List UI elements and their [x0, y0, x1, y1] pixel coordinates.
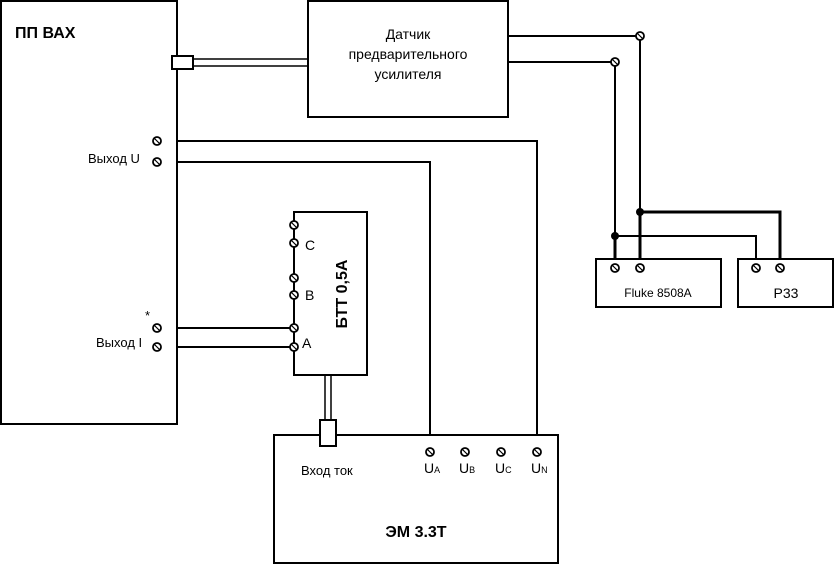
em-terminal-uc-main: U — [495, 460, 505, 476]
btt-title: БТТ 0,5А — [334, 259, 351, 328]
btt-term-a-1 — [289, 323, 299, 333]
out-i-terminal-1 — [152, 323, 162, 333]
out-i-star: * — [145, 308, 150, 323]
wire-sensor-out2 — [508, 61, 616, 236]
btt-term-b-2 — [289, 290, 299, 300]
p33-title: Р33 — [774, 285, 799, 301]
svg-text:UN: UN — [531, 460, 548, 476]
em-terminal-ub-sub: B — [469, 465, 475, 475]
em-terminal-uc: UC — [495, 447, 512, 476]
em-current-connector — [319, 419, 337, 447]
pp-vax-frame — [0, 0, 178, 425]
block-pp-vax: ПП ВАХ Выход U Выход I * — [0, 0, 194, 425]
wire-bus-lower — [615, 235, 757, 266]
svg-text:UA: UA — [424, 460, 440, 476]
btt-term-a-2 — [289, 342, 299, 352]
em-terminal-ua-main: U — [424, 460, 434, 476]
svg-text:UB: UB — [459, 460, 475, 476]
sensor-frame — [307, 0, 509, 118]
svg-text:UC: UC — [495, 460, 512, 476]
btt-term-c-label: C — [305, 237, 315, 253]
em-terminal-ua-sub: A — [434, 465, 440, 475]
em-terminal-ua: UA — [424, 447, 440, 476]
block-fluke: Fluke 8508A — [595, 258, 722, 308]
em-terminal-ub-main: U — [459, 460, 469, 476]
btt-term-b-1 — [289, 273, 299, 283]
block-em: Вход ток ЭМ 3.3Т UA UB UC UN — [273, 419, 559, 564]
junction-dot-upper — [636, 208, 644, 216]
out-i-terminal-2 — [152, 342, 162, 352]
pp-vax-title: ПП ВАХ — [15, 25, 76, 42]
em-frame — [273, 434, 559, 564]
out-u-label: Выход U — [88, 151, 140, 166]
junction-dot-lower — [611, 232, 619, 240]
em-terminal-uc-sub: C — [505, 465, 512, 475]
wire-out-u-un — [157, 140, 538, 452]
p33-terminal-1 — [751, 263, 761, 273]
sensor-label-2: предварительного — [349, 46, 468, 62]
em-terminal-un-main: U — [531, 460, 541, 476]
out-i-label: Выход I — [96, 335, 142, 350]
em-title: ЭМ 3.3Т — [385, 524, 446, 541]
pp-vax-connector — [171, 55, 194, 70]
em-terminal-ub: UB — [459, 447, 475, 476]
p33-terminal-2 — [775, 263, 785, 273]
block-sensor: Датчик предварительного усилителя — [307, 0, 509, 118]
fluke-title: Fluke 8508A — [624, 286, 691, 300]
out-u-terminal-1 — [152, 136, 162, 146]
em-terminal-un-sub: N — [541, 465, 548, 475]
block-btt: БТТ 0,5А C B A — [289, 211, 368, 376]
btt-term-c-1 — [289, 220, 299, 230]
em-terminal-un: UN — [531, 447, 548, 476]
wire-out-u-ua — [157, 161, 431, 452]
em-input-current-label: Вход ток — [301, 463, 353, 478]
sensor-label-1: Датчик — [386, 26, 431, 42]
wire-bus-upper — [640, 210, 782, 266]
block-p33: Р33 — [737, 258, 834, 308]
fluke-terminal-2 — [635, 263, 645, 273]
sensor-label-3: усилителя — [375, 66, 442, 82]
btt-term-b-label: B — [305, 287, 314, 303]
out-u-terminal-2 — [152, 157, 162, 167]
btt-frame — [293, 211, 368, 376]
sensor-out-terminal-1 — [635, 31, 645, 41]
btt-term-c-2 — [289, 238, 299, 248]
sensor-out-terminal-2 — [610, 57, 620, 67]
fluke-terminal-1 — [610, 263, 620, 273]
btt-term-a-label: A — [302, 335, 312, 351]
